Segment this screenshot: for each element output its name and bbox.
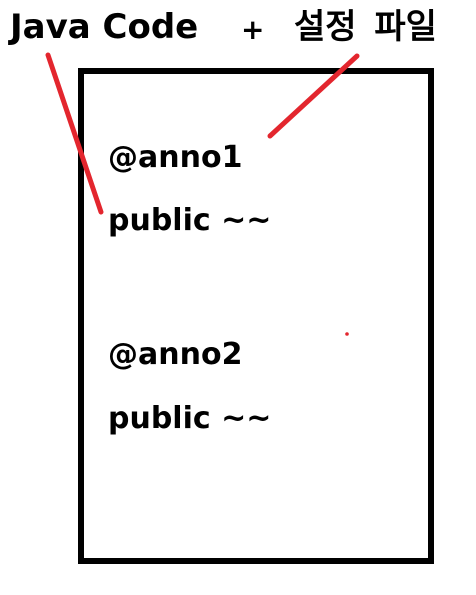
method-line-2: public ~~ — [108, 401, 272, 436]
config-file-label: 설정 파일 — [294, 7, 437, 47]
code-box — [78, 68, 434, 564]
method-line-1: public ~~ — [108, 203, 272, 238]
annotation-line-2: @anno2 — [108, 337, 243, 372]
annotation-line-1: @anno1 — [108, 140, 243, 175]
java-code-label: Java Code — [10, 7, 199, 47]
plus-sign: + — [241, 13, 265, 46]
